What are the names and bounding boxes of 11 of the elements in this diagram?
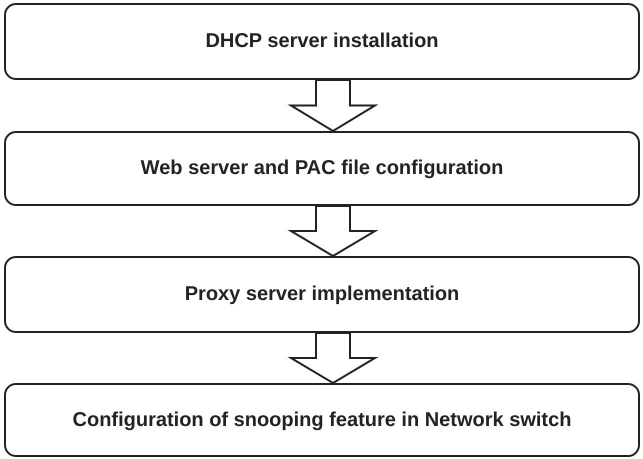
step-label: Configuration of snooping feature in Network switch — [72, 408, 572, 432]
block-arrow — [287, 79, 379, 132]
step-label: Web server and PAC file configuration — [140, 157, 504, 180]
step-label: DHCP server installation — [205, 30, 439, 53]
process-box — [4, 3, 640, 80]
process-box — [4, 256, 640, 333]
process-box — [4, 383, 640, 457]
block-arrow — [287, 205, 379, 258]
block-arrow — [287, 332, 379, 384]
step-label: Proxy server implementation — [184, 283, 460, 306]
process-box — [4, 131, 640, 206]
